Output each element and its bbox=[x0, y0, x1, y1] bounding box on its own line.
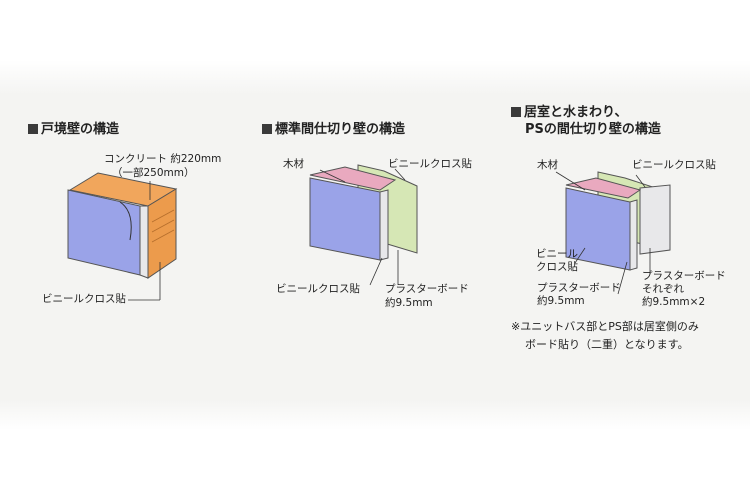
wood-stud bbox=[309, 166, 397, 191]
leader-wood-2 bbox=[319, 169, 346, 183]
concrete-sub-label: （一部250mm） bbox=[112, 167, 195, 179]
plaster-right-label-3: プラスターボード bbox=[642, 270, 726, 282]
concrete-cut-curve bbox=[119, 201, 132, 241]
front-board-3-edge bbox=[629, 199, 638, 271]
leader-vinyl-top-3 bbox=[635, 174, 646, 188]
leader-vinyl-top-2 bbox=[394, 168, 406, 181]
section3-title-line2: PSの間仕切り壁の構造 bbox=[525, 122, 661, 137]
vinyl-label-1: ビニールクロス貼 bbox=[42, 293, 126, 305]
vinyl-face-board bbox=[67, 189, 141, 276]
concrete-label: コンクリート 約220mm bbox=[104, 153, 222, 165]
concrete-texture-line bbox=[151, 209, 175, 243]
plaster-right-each-label-3: それぞれ bbox=[642, 283, 684, 295]
leader-wood-3 bbox=[555, 171, 586, 191]
wood-label-2: 木材 bbox=[283, 158, 304, 170]
leader-vinyl-bottom-2 bbox=[369, 257, 383, 286]
plaster-right-thick-label-3: 約9.5mm×2 bbox=[642, 296, 706, 308]
front-board bbox=[309, 177, 381, 261]
back-board-second bbox=[639, 184, 671, 255]
wood-label-3: 木材 bbox=[537, 159, 558, 171]
boundary-wall-diagram bbox=[67, 172, 178, 301]
note-line-1: ※ユニットバス部とPS部は居室側のみ bbox=[511, 320, 699, 333]
plaster-left-thick-label-3: 約9.5mm bbox=[537, 295, 585, 307]
vinyl-left-label-3b: クロス貼 bbox=[536, 261, 578, 273]
standard-partition-diagram bbox=[309, 164, 418, 286]
bullet-square-icon bbox=[28, 124, 38, 134]
vinyl-bottom-label-2: ビニールクロス貼 bbox=[276, 283, 360, 295]
vinyl-left-label-3a: ビニール bbox=[536, 248, 578, 260]
front-board-edge bbox=[379, 189, 389, 261]
leader-plaster-left-3 bbox=[617, 261, 628, 295]
note-line-2: ボード貼り（二重）となります。 bbox=[525, 338, 689, 351]
section3-title-line1: 居室と水まわり、 bbox=[511, 104, 627, 121]
leader-vinyl-left-3 bbox=[574, 247, 586, 264]
wet-area-partition-diagram bbox=[555, 171, 671, 295]
plaster-thick-label-2: 約9.5mm bbox=[385, 297, 433, 309]
board-edge-strip bbox=[139, 205, 149, 279]
wood-stud-3 bbox=[565, 177, 642, 199]
section2-title: 標準間仕切り壁の構造 bbox=[262, 121, 405, 138]
section1-title: 戸境壁の構造 bbox=[28, 121, 119, 138]
bullet-square-icon bbox=[511, 107, 521, 117]
plaster-left-label-3: プラスターボード bbox=[537, 282, 621, 294]
bullet-square-icon bbox=[262, 124, 272, 134]
vinyl-top-label-3: ビニールクロス貼 bbox=[632, 159, 716, 171]
vinyl-top-label-2: ビニールクロス貼 bbox=[388, 158, 472, 170]
plaster-label-2: プラスターボード bbox=[385, 283, 469, 295]
